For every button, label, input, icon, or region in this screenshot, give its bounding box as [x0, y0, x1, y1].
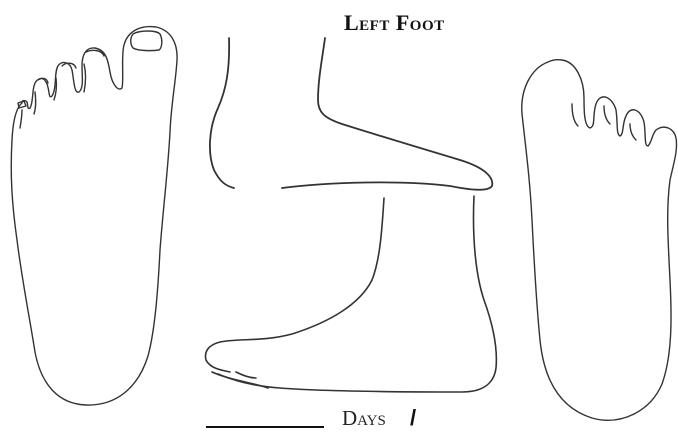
foot-top-view [11, 27, 177, 405]
sole-toe-line-1 [572, 104, 578, 126]
days-separator: / [410, 407, 416, 429]
days-label-text: Days [342, 408, 386, 428]
toe-bump [236, 372, 256, 378]
big-toenail [131, 31, 162, 51]
foot-sole-view [522, 60, 677, 421]
toe-line-2 [84, 64, 86, 92]
foot-top-outline [11, 27, 177, 405]
ankle-lower-back [218, 196, 496, 392]
ankle-front-line [282, 38, 492, 190]
ankle-back-line [210, 38, 234, 188]
days-blank-line [206, 426, 324, 428]
sole-toe-line-3 [630, 124, 636, 140]
days-label: Days [342, 404, 386, 428]
ankle-lower-front [206, 198, 384, 372]
toe-line-4 [34, 92, 36, 114]
toe-line-5 [20, 110, 22, 128]
foot-side-view-upper [210, 38, 492, 190]
foot-side-view-lower [206, 196, 497, 392]
sole-toe-line-2 [604, 106, 610, 124]
toenail-5 [18, 101, 26, 108]
foot-sole-outline [522, 60, 677, 421]
